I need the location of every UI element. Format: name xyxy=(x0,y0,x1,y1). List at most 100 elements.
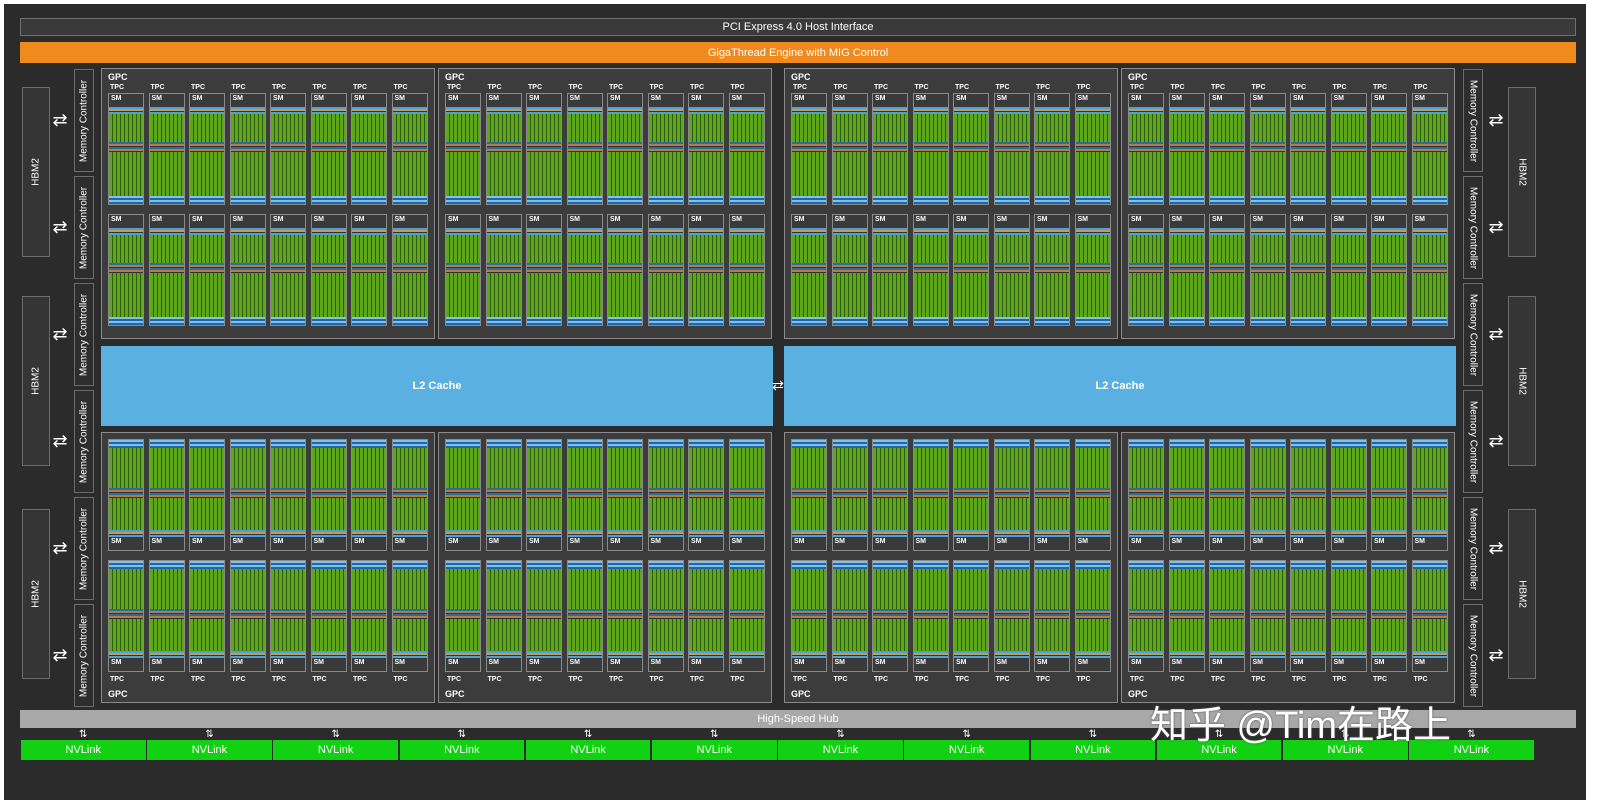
memory-controller-right: Memory Controller xyxy=(1463,604,1483,707)
sm-block: SM xyxy=(647,93,684,205)
sm-cache-lines xyxy=(729,488,764,498)
sm-register-lines xyxy=(1291,530,1325,537)
sm-cache-lines xyxy=(1129,142,1163,152)
sm-register-lines xyxy=(689,530,723,537)
tpc-label: TPC xyxy=(1130,84,1144,91)
sm-block: SM xyxy=(526,439,562,551)
tpc-label: TPC xyxy=(649,84,664,91)
sm-label: SM xyxy=(1131,538,1142,545)
sm-label: SM xyxy=(151,95,163,102)
tpc-label: TPC xyxy=(447,84,461,91)
sm-header: SM xyxy=(832,658,867,671)
sm-l1-lines xyxy=(954,440,988,448)
sm-l1-lines xyxy=(832,317,867,325)
sm-header: SM xyxy=(608,658,642,671)
sm-register-lines xyxy=(567,651,602,658)
sm-header: SM xyxy=(527,94,561,107)
sm-block: SM xyxy=(148,560,185,672)
sm-cache-lines xyxy=(832,263,867,273)
sm-block: SM xyxy=(1034,560,1070,672)
sm-label: SM xyxy=(529,659,540,666)
nvlink-block: NVLink xyxy=(147,740,272,760)
sm-block: SM xyxy=(688,560,724,672)
sm-cache-lines xyxy=(1412,263,1447,273)
sm-header: SM xyxy=(1412,537,1447,550)
sm-block: SM xyxy=(485,93,522,205)
sm-header: SM xyxy=(1210,215,1244,228)
sm-l1-lines xyxy=(832,440,867,448)
sm-header: SM xyxy=(832,537,867,550)
sm-block: SM xyxy=(1411,93,1448,205)
sm-block: SM xyxy=(566,560,603,672)
sm-register-lines xyxy=(311,651,346,658)
sm-register-lines xyxy=(913,228,948,235)
sm-l1-lines xyxy=(271,317,305,325)
sm-cache-lines xyxy=(149,609,184,619)
sm-cache-lines xyxy=(1075,609,1110,619)
sm-cache-lines xyxy=(913,609,948,619)
sm-cache-lines xyxy=(1250,488,1285,498)
sm-block: SM xyxy=(1411,214,1448,326)
sm-block: SM xyxy=(1411,560,1448,672)
sm-header: SM xyxy=(527,537,561,550)
sm-block: SM xyxy=(1249,560,1286,672)
sm-header: SM xyxy=(109,658,143,671)
sm-header: SM xyxy=(1075,215,1110,228)
tpc-label: TPC xyxy=(1076,676,1091,683)
sm-block: SM xyxy=(1034,439,1070,551)
sm-cache-lines xyxy=(567,263,602,273)
bidirectional-arrow-icon: ⇄ xyxy=(1488,324,1504,344)
nvlink-label: NVLink xyxy=(1075,744,1111,756)
nvlink-label: NVLink xyxy=(65,744,101,756)
sm-header: SM xyxy=(1372,658,1406,671)
bidirectional-arrow-icon: ⇄ xyxy=(1488,431,1504,451)
sm-block: SM xyxy=(993,93,1030,205)
sm-l1-lines xyxy=(1291,561,1325,569)
sm-label: SM xyxy=(1252,659,1264,666)
sm-register-lines xyxy=(689,651,723,658)
sm-header: SM xyxy=(873,537,907,550)
memory-controller-right: Memory Controller xyxy=(1463,69,1483,172)
sm-cache-lines xyxy=(1169,142,1204,152)
sm-block: SM xyxy=(872,214,908,326)
sm-l1-lines xyxy=(1291,440,1325,448)
sm-l1-lines xyxy=(1291,196,1325,204)
sm-cache-lines xyxy=(608,263,642,273)
sm-block: SM xyxy=(912,93,949,205)
sm-l1-lines xyxy=(1129,440,1163,448)
sm-label: SM xyxy=(1293,95,1304,102)
sm-cache-lines xyxy=(689,488,723,498)
sm-block: SM xyxy=(912,439,949,551)
sm-label: SM xyxy=(915,216,927,223)
tpc-label: TPC xyxy=(353,84,367,91)
nvlink-block: NVLink xyxy=(904,740,1029,760)
sm-header: SM xyxy=(190,537,224,550)
sm-block: SM xyxy=(1074,214,1111,326)
sm-register-lines xyxy=(729,651,764,658)
sm-block: SM xyxy=(566,214,603,326)
sm-cache-lines xyxy=(1035,488,1069,498)
sm-cache-lines xyxy=(486,263,521,273)
tpc-label: TPC xyxy=(1292,676,1306,683)
hbm2-label: HBM2 xyxy=(1516,580,1528,608)
sm-l1-lines xyxy=(109,440,143,448)
sm-l1-lines xyxy=(1331,196,1366,204)
sm-block: SM xyxy=(728,560,765,672)
sm-label: SM xyxy=(151,538,163,545)
sm-l1-lines xyxy=(527,317,561,325)
sm-l1-lines xyxy=(913,561,948,569)
sm-register-lines xyxy=(352,651,386,658)
